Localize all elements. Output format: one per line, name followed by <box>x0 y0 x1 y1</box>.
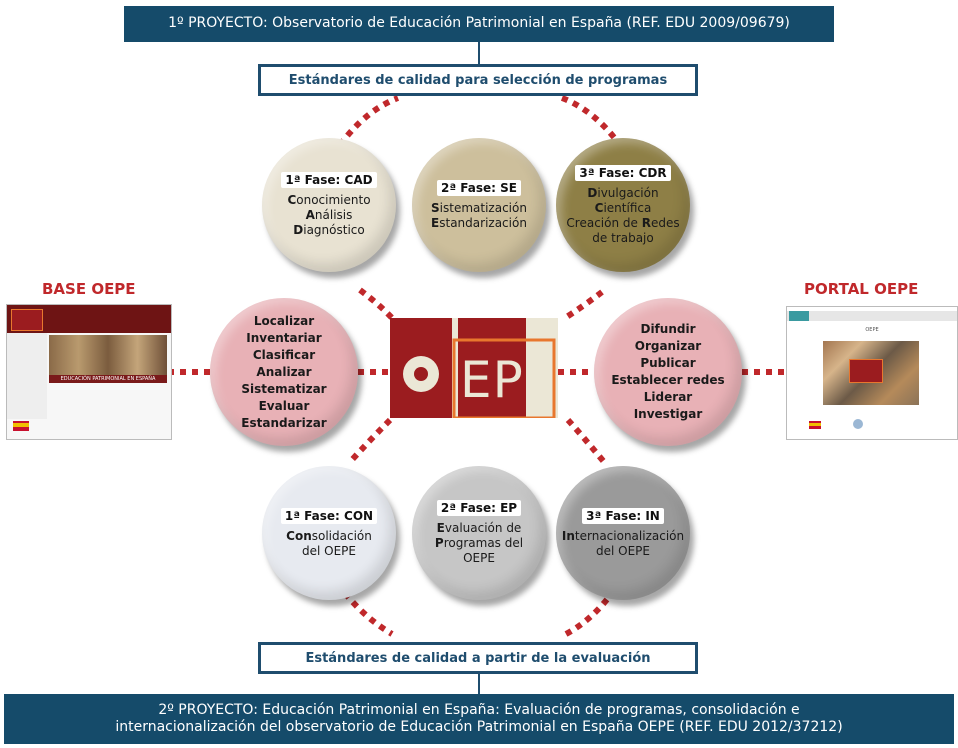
verb-item: Sistematizar <box>241 381 327 396</box>
standards-bottom-text: Estándares de calidad a partir de la eva… <box>305 650 651 666</box>
base-oepe-thumbnail: EDUCACIÓN PATRIMONIAL EN ESPAÑA <box>6 304 172 440</box>
phase-ep-circle: 2ª Fase: EP Evaluación de Programas del … <box>412 466 546 600</box>
verb-item: Establecer redes <box>611 373 725 387</box>
standards-bottom-box: Estándares de calidad a partir de la eva… <box>258 642 698 674</box>
standards-top-box: Estándares de calidad para selección de … <box>258 64 698 96</box>
phase-con-circle: 1ª Fase: CON Consolidación del OEPE <box>262 466 396 600</box>
phase-con-title: 1ª Fase: CON <box>280 507 378 524</box>
oepe-logo: EPE <box>390 318 558 420</box>
verb-item: Liderar <box>643 390 693 404</box>
arc-top-mid-left <box>358 287 395 321</box>
phase-in-circle: 3ª Fase: IN Internacionalización del OEP… <box>556 466 690 600</box>
arc-top-mid-right <box>563 289 604 321</box>
project1-text: 1º PROYECTO: Observatorio de Educación P… <box>168 15 790 32</box>
arc-bottom-right <box>564 591 615 637</box>
arc-bottom-mid-left <box>347 417 393 465</box>
project2-line1: 2º PROYECTO: Educación Patrimonial en Es… <box>158 701 800 718</box>
verb-item: Publicar <box>640 356 696 370</box>
phase-cad-title: 1ª Fase: CAD <box>281 172 377 188</box>
verb-item: Localizar <box>253 313 315 328</box>
portal-header-text: OEPE <box>865 327 879 333</box>
standards-top-text: Estándares de calidad para selección de … <box>288 72 668 88</box>
verb-item: Investigar <box>633 407 703 421</box>
verb-item: Inventariar <box>246 330 322 345</box>
phase-se-title: 2ª Fase: SE <box>437 179 521 196</box>
phase-cad-circle: 1ª Fase: CAD Conocimiento Análisis Diagn… <box>262 138 396 272</box>
verb-item: Clasificar <box>252 347 316 362</box>
phase-se-circle: 2ª Fase: SE Sistematización Estandarizac… <box>412 138 546 272</box>
phase-cdr-circle: 3ª Fase: CDR Divulgación Científica Crea… <box>556 138 690 272</box>
arc-bottom-mid-right <box>565 417 607 464</box>
verb-item: Difundir <box>640 322 696 336</box>
portal-oepe-thumbnail: OEPE <box>786 306 958 440</box>
verb-item: Analizar <box>256 364 312 379</box>
project2-line2: internacionalización del observatorio de… <box>115 719 843 735</box>
verb-item: Estandarizar <box>241 415 327 430</box>
verb-item: Organizar <box>634 339 702 353</box>
arc-bottom-left <box>342 591 394 637</box>
base-oepe-title: BASE OEPE <box>42 280 136 298</box>
verb-item: Evaluar <box>258 398 310 413</box>
phase-ep-title: 2ª Fase: EP <box>436 500 522 516</box>
logo-text: EPE <box>460 351 557 409</box>
arc-top-left <box>337 95 400 147</box>
phase-in-title: 3ª Fase: IN <box>582 507 664 524</box>
portal-oepe-title: PORTAL OEPE <box>804 280 919 298</box>
project1-banner: 1º PROYECTO: Observatorio de Educación P… <box>124 6 834 42</box>
base-banner-text: EDUCACIÓN PATRIMONIAL EN ESPAÑA <box>49 375 167 383</box>
project2-banner: 2º PROYECTO: Educación Patrimonial en Es… <box>4 694 954 744</box>
phase-cdr-title: 3ª Fase: CDR <box>575 164 671 181</box>
